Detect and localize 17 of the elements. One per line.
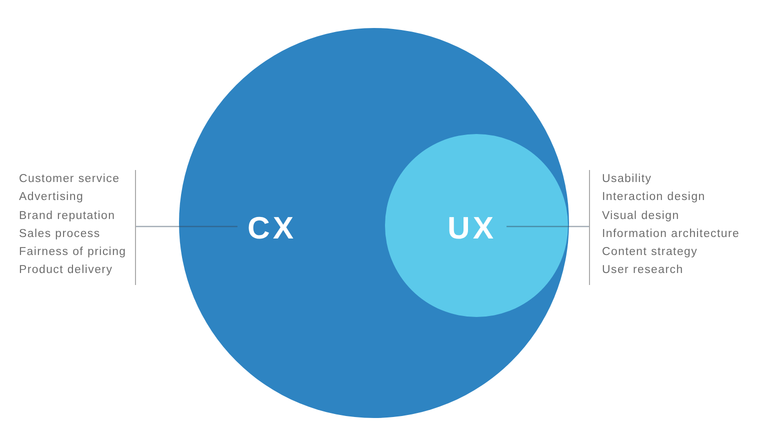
list-item: Interaction design: [602, 190, 706, 206]
list-item: Brand reputation: [19, 208, 116, 224]
leader-line: [506, 226, 589, 228]
list-item: Advertising: [19, 190, 84, 206]
list-item: Usability: [602, 172, 652, 187]
circle-label: CX: [247, 212, 297, 244]
list-item: Customer service: [19, 172, 120, 187]
list-item: Product delivery: [19, 263, 113, 278]
circle-label: UX: [447, 212, 497, 244]
list-item: User research: [602, 263, 684, 278]
list-item: Sales process: [19, 226, 100, 242]
bracket-list: [19, 170, 136, 285]
leader-line: [136, 226, 238, 228]
list-item: Visual design: [602, 208, 680, 224]
list-item: Fairness of pricing: [19, 245, 126, 260]
list-item: Content strategy: [602, 245, 698, 260]
list-item: Information architecture: [602, 226, 740, 242]
